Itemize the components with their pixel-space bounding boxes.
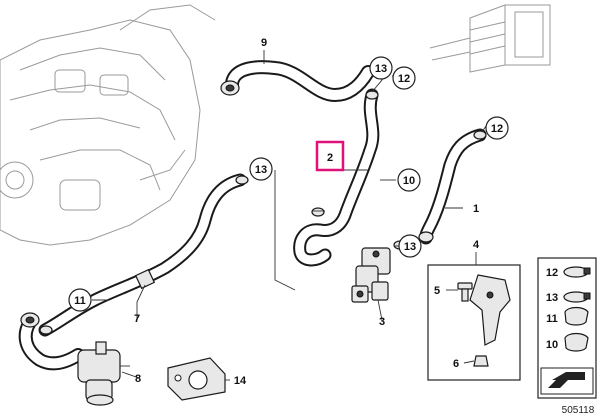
legend-labels: 12 13 11 10 <box>546 267 558 351</box>
svg-text:7: 7 <box>134 313 140 325</box>
svg-text:13: 13 <box>546 292 558 304</box>
kit-box-4 <box>427 264 521 381</box>
callout-4: 4 <box>473 239 480 251</box>
svg-text:12: 12 <box>546 267 558 279</box>
svg-text:14: 14 <box>234 375 247 387</box>
pipe-connector-left[interactable] <box>18 312 85 371</box>
callout-7: 7 <box>134 313 140 325</box>
svg-text:13: 13 <box>255 164 267 176</box>
leader-lines <box>92 50 487 381</box>
svg-text:5: 5 <box>434 285 440 297</box>
callout-8: 8 <box>135 373 141 385</box>
callout-1: 1 <box>473 203 479 215</box>
engine-block-sketch <box>0 4 216 246</box>
hose-2[interactable] <box>293 88 380 267</box>
svg-text:9: 9 <box>261 37 267 49</box>
svg-text:12: 12 <box>398 73 410 85</box>
svg-text:8: 8 <box>135 373 141 385</box>
clamp-10-icon <box>564 332 589 352</box>
auxiliary-water-pump[interactable] <box>77 341 130 406</box>
svg-text:4: 4 <box>473 239 480 251</box>
svg-text:13: 13 <box>375 63 387 75</box>
callout-11[interactable]: 11 <box>68 288 92 312</box>
clamp-11-icon <box>564 306 589 326</box>
clamp-13-icon <box>563 291 591 303</box>
callout-13b[interactable]: 13 <box>249 157 273 181</box>
clamp-legend-box <box>537 257 597 399</box>
callout-9: 9 <box>261 37 267 49</box>
callout-13a[interactable]: 13 <box>369 56 393 80</box>
svg-text:6: 6 <box>453 358 459 370</box>
callout-5: 5 <box>434 285 440 297</box>
callout-13c[interactable]: 13 <box>398 234 422 258</box>
svg-text:11: 11 <box>546 313 558 325</box>
svg-text:10: 10 <box>546 339 558 351</box>
callout-3: 3 <box>379 316 385 328</box>
callout-10[interactable]: 10 <box>397 168 421 192</box>
callout-14: 14 <box>234 375 247 387</box>
svg-text:11: 11 <box>74 295 86 307</box>
arrow-icon <box>548 372 585 388</box>
svg-text:1: 1 <box>473 203 479 215</box>
clamp-12-icon <box>563 266 591 278</box>
bracket-14[interactable] <box>167 357 226 401</box>
water-valve-3[interactable] <box>351 247 391 303</box>
svg-text:3: 3 <box>379 316 385 328</box>
callout-12a[interactable]: 12 <box>392 66 416 90</box>
highlight-box <box>315 140 345 172</box>
callout-12b[interactable]: 12 <box>485 116 509 140</box>
callout-6: 6 <box>453 358 459 370</box>
hose-9[interactable] <box>220 60 375 102</box>
heater-core-sketch <box>429 4 551 73</box>
callout-2-highlighted[interactable]: 2 <box>315 140 345 172</box>
svg-text:13: 13 <box>404 241 416 253</box>
diagram-id: 505118 <box>562 405 595 416</box>
hose-1[interactable] <box>418 128 487 245</box>
svg-text:12: 12 <box>491 123 503 135</box>
svg-text:10: 10 <box>403 175 415 187</box>
svg-text:2: 2 <box>327 152 333 164</box>
